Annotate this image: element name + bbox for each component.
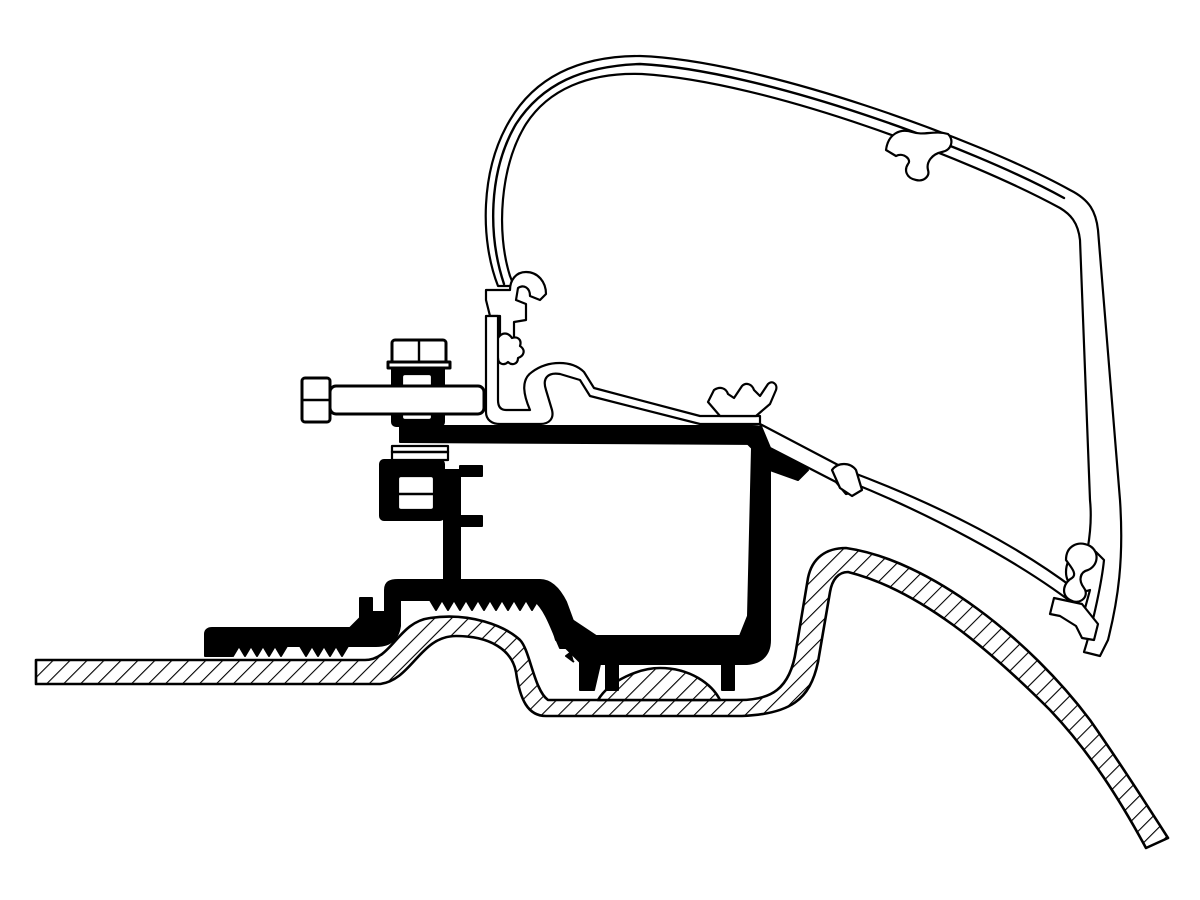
vehicle-roof-section — [34, 546, 1170, 850]
cassette-left-hook — [484, 270, 548, 348]
bracket-left-foot — [204, 579, 581, 657]
cassette-shell — [484, 54, 1123, 658]
vertical-bolt-flange — [386, 360, 452, 370]
cassette-keyhole-upper — [884, 129, 953, 182]
roof-panel — [34, 546, 1170, 850]
cassette-bottom-rail — [1048, 596, 1100, 642]
horizontal-bolt-shaft — [328, 384, 486, 416]
bracket-top-bar — [399, 425, 795, 463]
bracket-teeth-mid — [429, 599, 551, 611]
awning-cassette — [484, 54, 1123, 658]
bracket-channel-ribs — [565, 631, 741, 691]
cassette-keyhole-lower — [1063, 542, 1098, 603]
bracket-stem — [443, 469, 461, 583]
bracket-teeth-left — [214, 645, 349, 657]
bolts — [300, 338, 486, 424]
cassette-floor-lip — [830, 462, 864, 498]
bracket-channel — [547, 439, 771, 691]
bracket-stem-tabs — [459, 465, 483, 527]
cassette-mid-fin — [706, 381, 778, 418]
